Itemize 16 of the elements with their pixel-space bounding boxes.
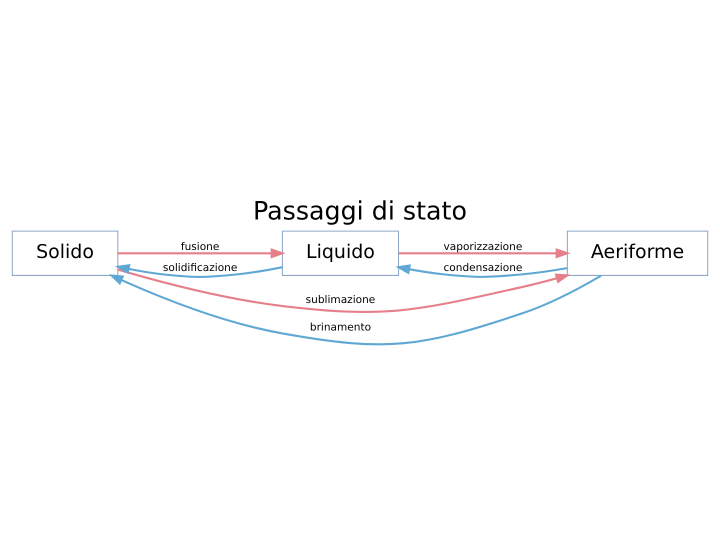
- node-box: Solido: [12, 230, 118, 276]
- edge-label: brinamento: [310, 321, 372, 334]
- edge-label: condensazione: [444, 262, 522, 274]
- edge-label: vaporizzazione: [444, 241, 522, 254]
- arrow: [108, 274, 602, 346]
- node-box: Liquido: [282, 230, 400, 276]
- edge-label: solidificazione: [162, 262, 238, 274]
- edge-label: sublimazione: [306, 294, 376, 306]
- node-box: Aeriforme: [566, 230, 708, 276]
- diagram-title: Passaggi di stato: [253, 196, 467, 226]
- arrow: [118, 268, 570, 313]
- arrow: [398, 248, 570, 258]
- arrow: [395, 264, 568, 278]
- edge-label: fusione: [180, 241, 220, 254]
- arrow: [115, 264, 283, 278]
- arrow: [118, 248, 286, 258]
